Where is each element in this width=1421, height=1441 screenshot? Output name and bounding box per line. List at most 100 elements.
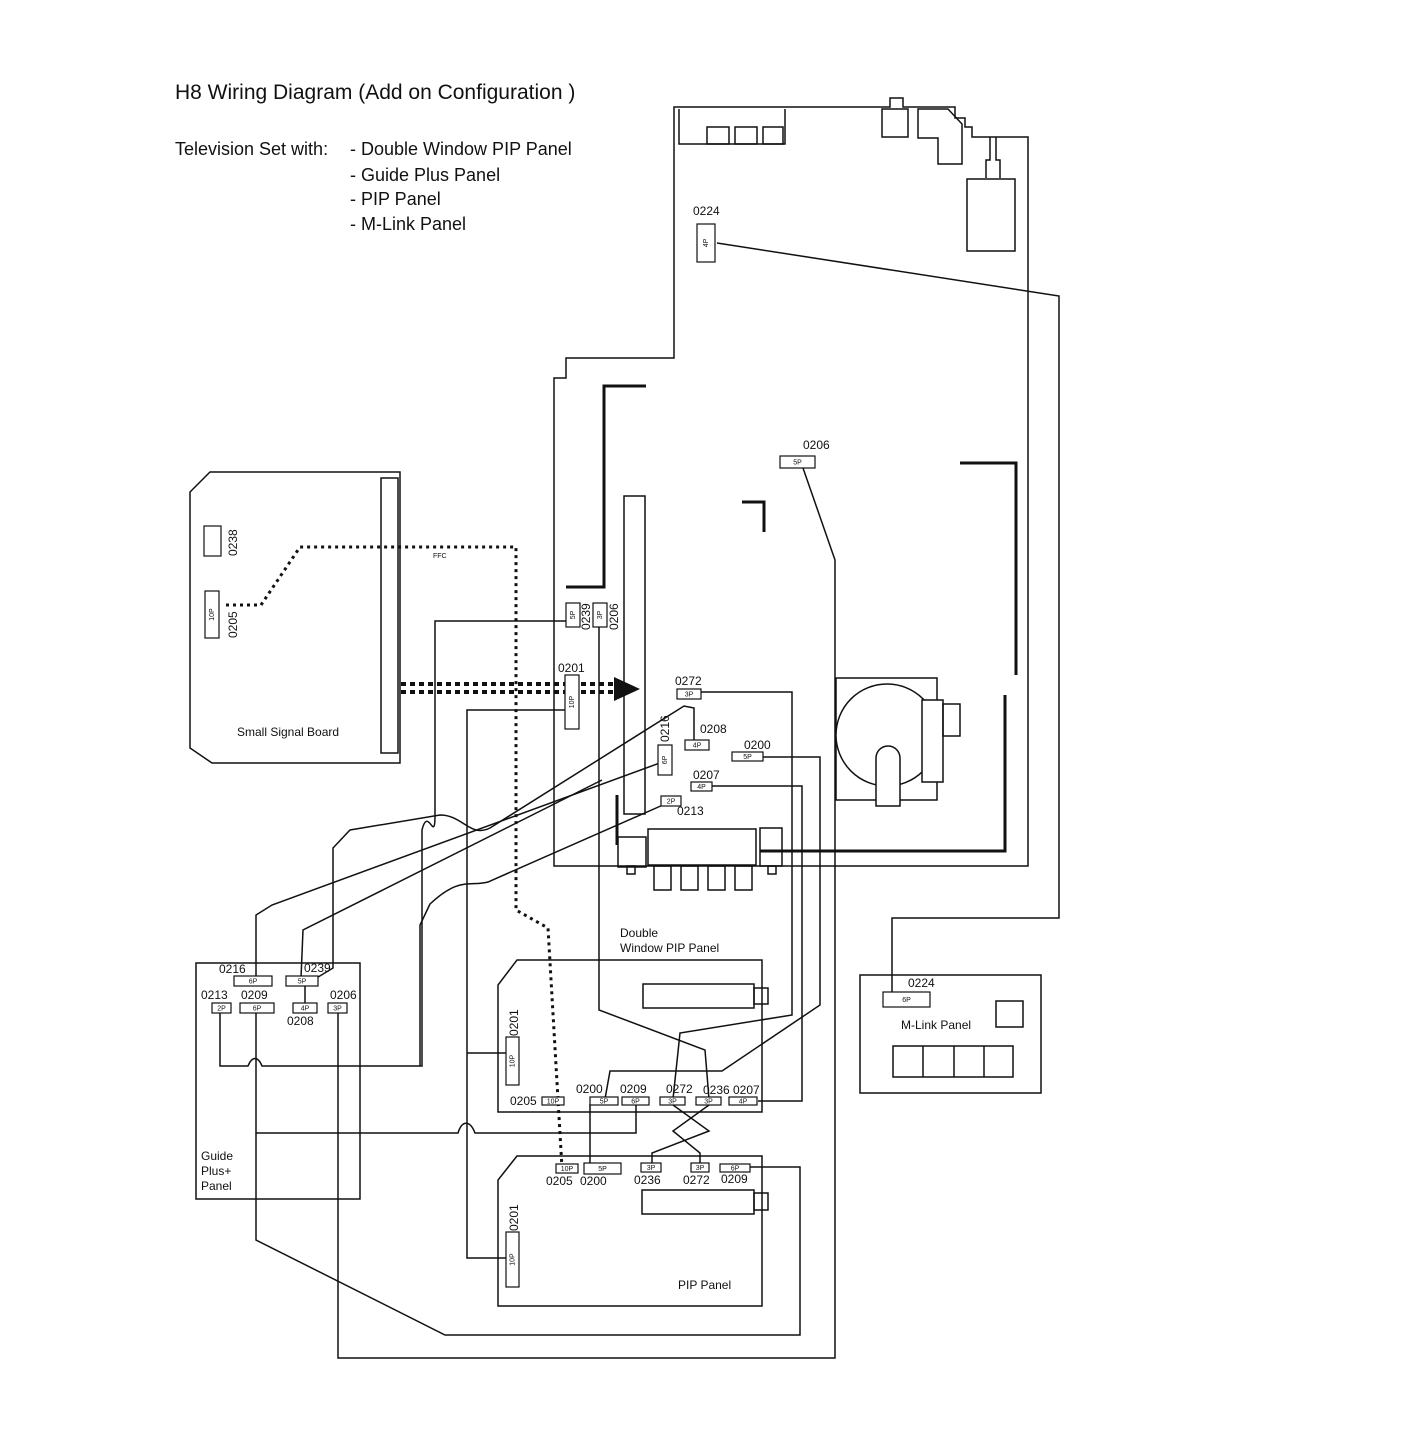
av-jack-pin-3: [707, 865, 726, 891]
label-guide-plus-3: Panel: [201, 1179, 232, 1193]
connector-gp-0216-box: [233, 975, 273, 987]
m-link-connector-dividers: [922, 1046, 985, 1077]
label-main-0213: 0213: [677, 804, 704, 818]
connector-ml-0224-pins: 6P: [902, 997, 911, 1004]
connector-pip-0272-pins: 3P: [696, 1165, 705, 1172]
label-small-signal-board: Small Signal Board: [237, 725, 339, 739]
connector-gp-0206-pins: 3P: [333, 1006, 342, 1013]
connector-gp-0208-pins: 4P: [301, 1006, 310, 1013]
connector-dw-0205-pins: 10P: [547, 1099, 560, 1106]
chassis-tuner-block: [881, 108, 909, 138]
connector-pip-0209-pins: 6P: [731, 1166, 740, 1173]
connector-dw-0272-box: [659, 1096, 686, 1106]
label-pip-panel: PIP Panel: [678, 1278, 731, 1292]
connector-gp-0213-box: [211, 1002, 232, 1014]
chassis-elbow-part: [917, 108, 963, 165]
av-jack-pin-6: [767, 865, 777, 875]
label-gp-0209: 0209: [241, 988, 268, 1002]
label-pip-0209: 0209: [721, 1172, 748, 1186]
connector-main-0216-box: [657, 744, 673, 776]
wire-0216: [255, 759, 669, 978]
label-main-0216: 0216: [658, 715, 672, 742]
wire-0239-gp: [300, 779, 603, 979]
connector-main-0272-box: [676, 688, 702, 700]
chassis-speaker-magnet: [875, 745, 901, 807]
label-gp-0239: 0239: [304, 961, 331, 975]
config-item-double-window: - Double Window PIP Panel: [350, 139, 572, 159]
pip-panel-tuner: [641, 1189, 755, 1215]
connector-main-0224-box: [696, 223, 716, 263]
connector-pip-0201-pins: 10P: [510, 1253, 517, 1266]
double-window-panel-outline: [497, 959, 763, 1113]
label-double-window-2: Window PIP Panel: [620, 941, 719, 955]
diagram-title: H8 Wiring Diagram (Add on Configuration …: [175, 81, 576, 104]
wire-0207: [711, 785, 803, 1102]
connector-main-0207-pins: 4P: [697, 784, 706, 791]
connector-main-0216-pins: 6P: [662, 755, 669, 764]
connector-main-0213-box: [660, 795, 682, 807]
connector-gp-0239-pins: 5P: [298, 979, 307, 986]
config-item-pip: - PIP Panel: [350, 189, 441, 209]
connector-pip-0201-box: [505, 1231, 520, 1288]
connector-pip-0272-box: [690, 1162, 710, 1173]
label-pip-0201: 0201: [507, 1204, 521, 1231]
ffc-arrowhead: [614, 677, 640, 701]
connector-pip-0205-box: [555, 1163, 579, 1174]
label-main-0201: 0201: [558, 661, 585, 675]
connector-main-0200-box: [731, 751, 764, 762]
connector-main-0206-top-box: [779, 455, 816, 469]
connector-dw-0209-box: [621, 1096, 650, 1106]
av-jack-right: [759, 827, 783, 867]
chassis-top-jack-1: [706, 126, 730, 145]
label-gp-0208: 0208: [287, 1014, 314, 1028]
connector-dw-0200-box: [589, 1096, 619, 1106]
connector-ml-0224-box: [882, 991, 931, 1008]
label-pip-0205: 0205: [546, 1174, 573, 1188]
connector-pip-0236-box: [640, 1162, 662, 1173]
av-jack-pin-2: [680, 865, 699, 891]
connector-dw-0200-pins: 5P: [600, 1099, 609, 1106]
connector-main-0200-pins: 5P: [743, 754, 752, 761]
connector-main-0208-pins: 4P: [693, 743, 702, 750]
connector-main-0224-pins: 4P: [703, 238, 710, 247]
connector-main-0206-side-box: [592, 602, 608, 628]
label-ssb-0205: 0205: [226, 611, 240, 638]
label-guide-plus-1: Guide: [201, 1149, 233, 1163]
connector-pip-0209-box: [719, 1163, 751, 1173]
av-jack-left: [617, 836, 647, 868]
small-signal-board-outline: [189, 471, 401, 764]
connector-main-0213-pins: 2P: [667, 799, 676, 806]
connector-dw-0236-box: [695, 1096, 722, 1106]
label-gp-0216: 0216: [219, 962, 246, 976]
label-main-0208: 0208: [700, 722, 727, 736]
guide-plus-panel-outline: [195, 962, 361, 1200]
m-link-connector-strip: [892, 1045, 1014, 1078]
connector-pip-0236-pins: 3P: [647, 1165, 656, 1172]
connector-main-0239-pins: 5P: [570, 610, 577, 619]
label-double-window-1: Double: [620, 926, 658, 940]
av-jack-pin-4: [734, 865, 753, 891]
label-pip-0236: 0236: [634, 1173, 661, 1187]
chassis-top-jack-3: [762, 126, 784, 145]
label-main-0272: 0272: [675, 674, 702, 688]
connector-main-0201-pins: 10P: [569, 695, 576, 708]
connector-dw-0201-box: [505, 1036, 520, 1086]
label-main-0200: 0200: [744, 738, 771, 752]
wire-pip-0209: [255, 1133, 801, 1336]
connector-gp-0216-pins: 6P: [249, 979, 258, 986]
connector-gp-0209-pins: 6P: [253, 1006, 262, 1013]
label-dw-0207: 0207: [733, 1083, 760, 1097]
connector-main-0206-side-pins: 3P: [597, 610, 604, 619]
connector-dw-0205-box: [541, 1096, 565, 1106]
label-pip-0272: 0272: [683, 1173, 710, 1187]
label-ffc: FFC: [433, 553, 447, 560]
main-chassis-outline: [553, 97, 1029, 867]
connector-main-0239-box: [565, 602, 581, 628]
config-item-guide-plus: - Guide Plus Panel: [350, 165, 501, 185]
chassis-thick-bar-right: [960, 461, 1018, 675]
ffc-dotted-cable: [226, 545, 564, 1169]
double-window-tuner: [642, 983, 755, 1009]
label-dw-0205: 0205: [510, 1094, 537, 1108]
label-dw-0272: 0272: [666, 1082, 693, 1096]
chassis-speaker-side-tab: [942, 703, 961, 737]
